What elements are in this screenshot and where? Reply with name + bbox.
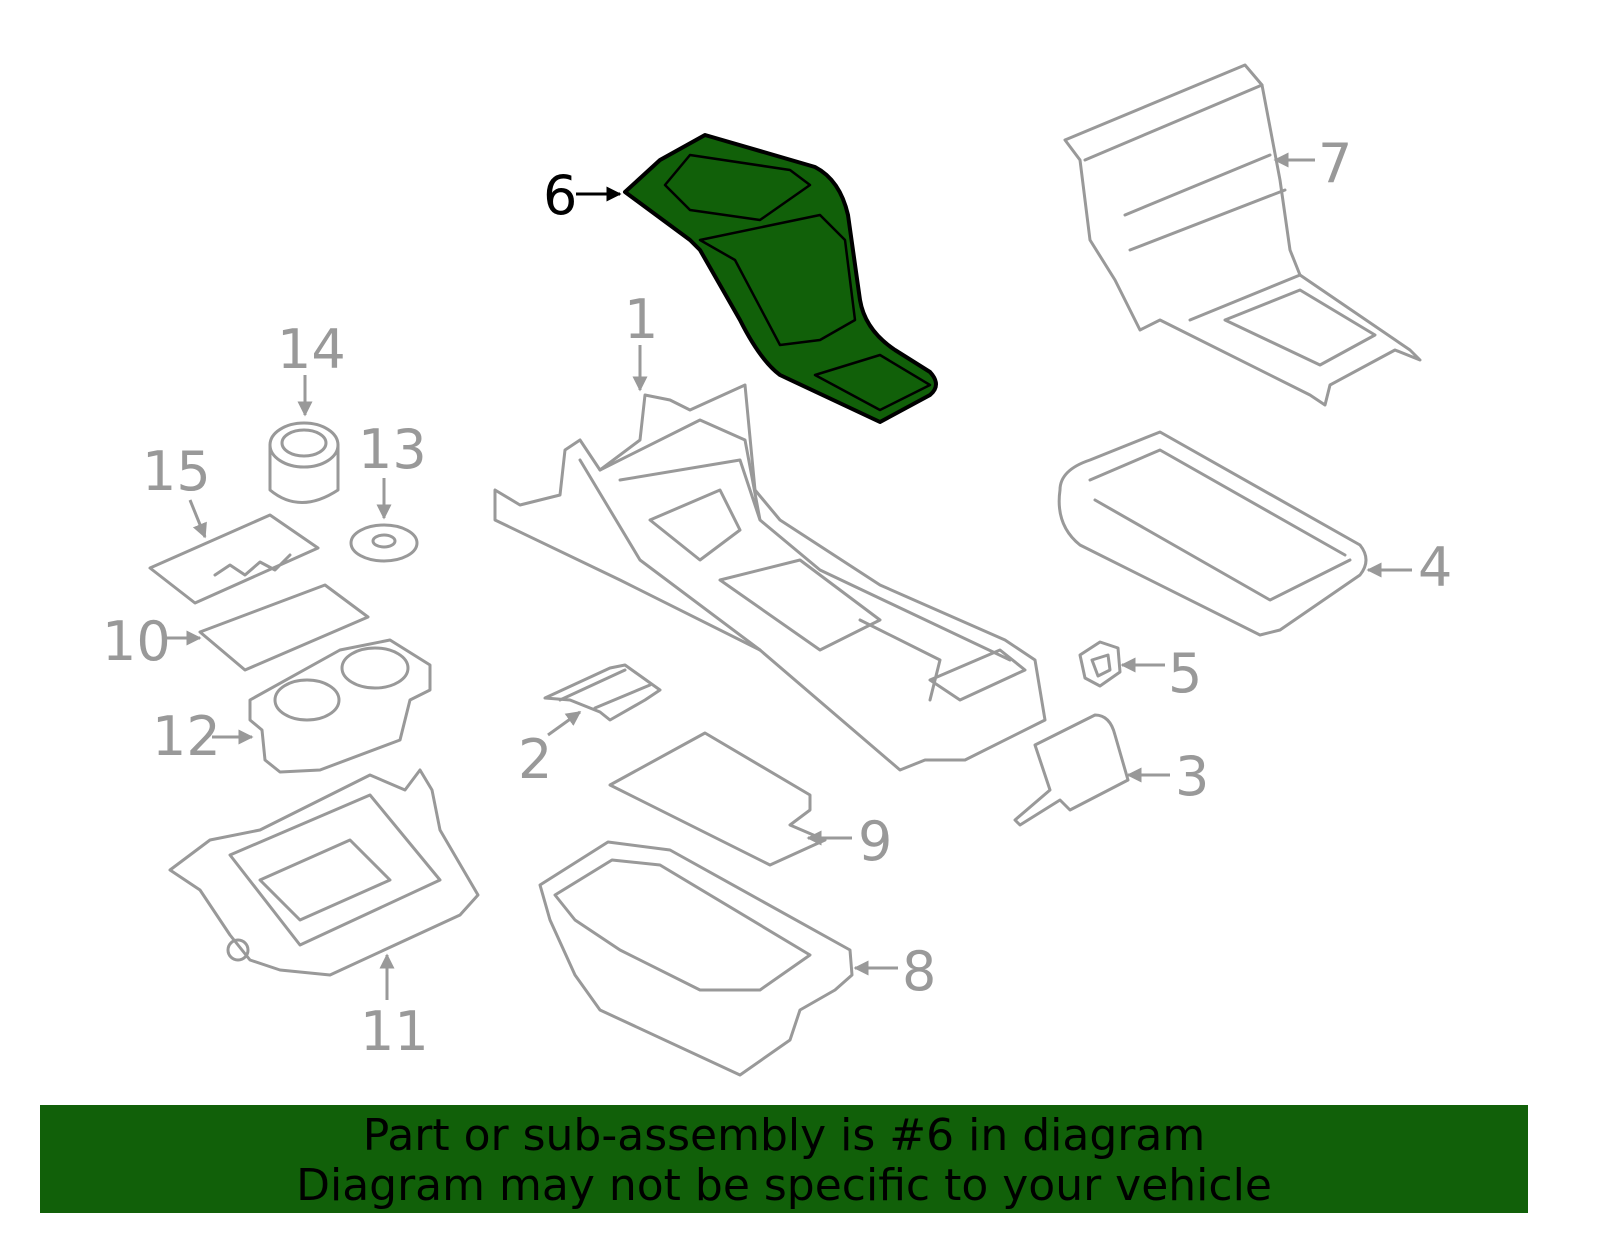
callout-13: 13 bbox=[358, 418, 427, 520]
callout-9: 9 bbox=[806, 810, 892, 873]
callout-12: 12 bbox=[152, 705, 254, 768]
part-9-mat[interactable] bbox=[608, 731, 827, 867]
banner-line-2: Diagram may not be specific to your vehi… bbox=[296, 1160, 1272, 1211]
banner-line-1: Part or sub-assembly is #6 in diagram bbox=[362, 1110, 1206, 1161]
callout-number: 4 bbox=[1418, 536, 1452, 599]
part-2-bracket[interactable] bbox=[543, 663, 662, 722]
part-3-cover[interactable] bbox=[1013, 713, 1130, 827]
part-15-mat[interactable] bbox=[148, 513, 320, 605]
callout-number: 15 bbox=[142, 440, 211, 503]
callout-1: 1 bbox=[624, 288, 658, 392]
part-4-armrest[interactable] bbox=[1057, 430, 1368, 637]
callout-number: 9 bbox=[858, 810, 892, 873]
callout-3: 3 bbox=[1126, 745, 1209, 808]
part-12-cup-holder[interactable] bbox=[248, 638, 432, 774]
callout-8: 8 bbox=[853, 940, 936, 1003]
callout-10: 10 bbox=[102, 610, 202, 673]
callout-15: 15 bbox=[142, 440, 211, 539]
callout-number: 10 bbox=[102, 610, 171, 673]
callout-number: 8 bbox=[902, 940, 936, 1003]
callout-6: 6 bbox=[543, 164, 622, 227]
part-1-console-body[interactable] bbox=[493, 383, 1047, 772]
part-13-insert[interactable] bbox=[349, 523, 419, 563]
callout-14: 14 bbox=[277, 318, 346, 417]
callout-5: 5 bbox=[1120, 642, 1202, 705]
callout-number: 1 bbox=[624, 288, 658, 351]
callout-number: 14 bbox=[277, 318, 346, 381]
info-banner: Part or sub-assembly is #6 in diagram Di… bbox=[40, 1105, 1528, 1213]
part-14-holder[interactable] bbox=[268, 421, 340, 504]
callout-7: 7 bbox=[1273, 132, 1352, 195]
part-10-mat[interactable] bbox=[198, 583, 370, 672]
part-11-tray-frame[interactable] bbox=[168, 768, 480, 977]
part-8-storage-bin[interactable] bbox=[538, 840, 854, 1077]
callout-4: 4 bbox=[1366, 536, 1452, 599]
callout-number: 7 bbox=[1318, 132, 1352, 195]
callout-number: 12 bbox=[152, 705, 221, 768]
callout-number: 11 bbox=[360, 1000, 429, 1063]
callout-number: 5 bbox=[1168, 642, 1202, 705]
callout-number: 13 bbox=[358, 418, 427, 481]
callout-11: 11 bbox=[360, 953, 429, 1063]
callout-number: 2 bbox=[518, 728, 552, 791]
callout-number: 6 bbox=[543, 164, 577, 227]
part-6-console-trim-highlighted[interactable] bbox=[623, 133, 938, 424]
callout-2: 2 bbox=[518, 710, 582, 791]
callout-number: 3 bbox=[1175, 745, 1209, 808]
part-7-front-panel[interactable] bbox=[1063, 63, 1422, 407]
part-5-clip[interactable] bbox=[1078, 640, 1122, 688]
